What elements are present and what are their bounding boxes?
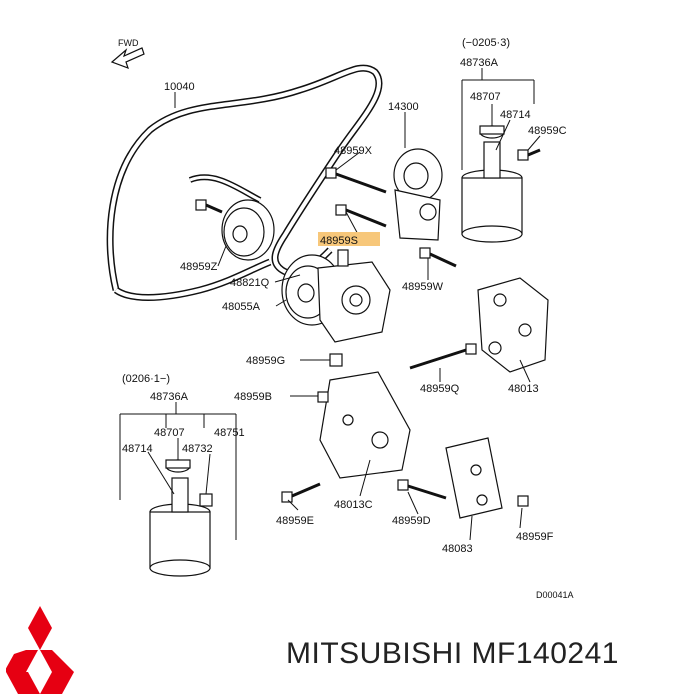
- label-48013c: 48013C: [334, 499, 373, 511]
- label-48821q: 48821Q: [230, 277, 270, 289]
- fwd-arrow-icon: [110, 47, 145, 70]
- label-14300: 14300: [388, 101, 419, 113]
- label-48751: 48751: [214, 427, 245, 439]
- bolt-b-icon: [317, 391, 329, 403]
- reservoir-top: [461, 125, 523, 243]
- label-48013: 48013: [508, 383, 539, 395]
- bolt-c-icon: [517, 148, 541, 161]
- label-48707-bottom: 48707: [154, 427, 185, 439]
- label-48959z: 48959Z: [180, 261, 218, 273]
- label-48083: 48083: [442, 543, 473, 555]
- label-range-top: (−0205·3): [462, 37, 510, 49]
- highlight-bolt-s: [318, 232, 380, 246]
- label-48736a-top: 48736A: [460, 57, 499, 69]
- bolt-x-icon: [325, 167, 387, 194]
- tensioner-assembly: [393, 148, 443, 241]
- brand-line: MITSUBISHI MF140241: [286, 637, 619, 671]
- diagram-canvas: FWD: [106, 37, 574, 600]
- bracket-48083: [445, 437, 503, 519]
- label-range-bottom: (0206·1−): [122, 373, 170, 385]
- label-48959c: 48959C: [528, 125, 567, 137]
- bracket-48013: [477, 277, 549, 373]
- brand-name: MITSUBISHI: [286, 637, 463, 670]
- reservoir-bottom: [149, 459, 213, 577]
- bolt-z-icon: [195, 199, 223, 214]
- label-48959g: 48959G: [246, 355, 285, 367]
- brand-part-number: MF140241: [471, 637, 619, 670]
- fwd-label: FWD: [118, 38, 139, 48]
- mitsubishi-logo-icon: [6, 606, 74, 694]
- label-48959s: 48959S: [320, 235, 358, 247]
- bolt-q-icon: [409, 343, 477, 370]
- label-48714-top: 48714: [500, 109, 531, 121]
- label-48055a: 48055A: [222, 301, 261, 313]
- bolt-d-icon: [397, 479, 447, 500]
- bolt-e-icon: [281, 482, 321, 503]
- drive-belt: [106, 64, 383, 301]
- label-drawing-code: D00041A: [536, 590, 574, 600]
- label-48732: 48732: [182, 443, 213, 455]
- label-48959f: 48959F: [516, 531, 554, 543]
- idler-pulley: [221, 199, 275, 261]
- label-48714-bottom: 48714: [122, 443, 153, 455]
- label-48959d: 48959D: [392, 515, 431, 527]
- bolt-s-icon: [335, 204, 387, 228]
- label-48959e: 48959E: [276, 515, 314, 527]
- bolt-w-icon: [419, 247, 457, 268]
- bolt-f-icon: [517, 495, 529, 507]
- leader-lines: [119, 68, 541, 541]
- label-48736a-bottom: 48736A: [150, 391, 189, 403]
- label-10040: 10040: [164, 81, 195, 93]
- bracket-48013c: [319, 371, 411, 479]
- part-labels: 10040 14300 48959X 48959S 48959Z 48821Q …: [122, 37, 574, 600]
- label-48959x: 48959X: [334, 145, 373, 157]
- bolt-g-icon: [329, 353, 343, 367]
- label-48707-top: 48707: [470, 91, 501, 103]
- label-48959b: 48959B: [234, 391, 272, 403]
- label-48959w: 48959W: [402, 281, 444, 293]
- steering-pump: [281, 249, 391, 343]
- label-48959q: 48959Q: [420, 383, 460, 395]
